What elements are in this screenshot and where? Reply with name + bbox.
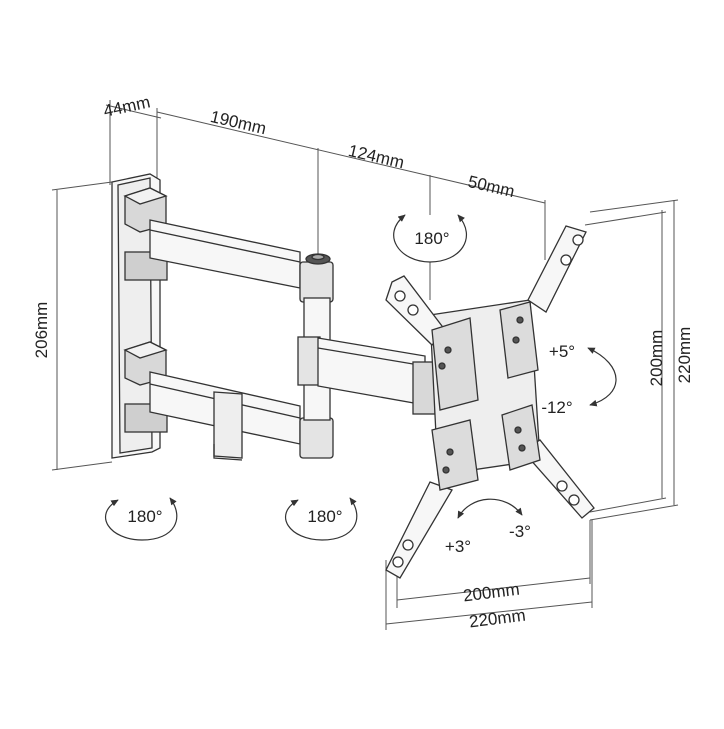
dim-head-offset: 50mm bbox=[466, 172, 516, 201]
dim-vesa-horizontal-inner: 200mm bbox=[462, 580, 521, 606]
rot-tilt-up: +5° bbox=[549, 342, 575, 361]
dimension-lines bbox=[51, 100, 679, 630]
rotation-arrows bbox=[105, 214, 617, 541]
wall-plate bbox=[111, 173, 168, 459]
rot-elbow-swivel: 180° bbox=[307, 507, 342, 526]
dim-vesa-vertical-inner: 200mm bbox=[647, 330, 666, 387]
dim-vesa-horizontal-outer: 220mm bbox=[468, 606, 527, 632]
dim-wall-plate-depth: 44mm bbox=[102, 92, 152, 120]
dim-arm-segment-1: 190mm bbox=[208, 107, 268, 138]
dim-vesa-vertical-outer: 220mm bbox=[675, 327, 694, 384]
dim-wall-plate-height: 206mm bbox=[32, 302, 51, 359]
vesa-plate bbox=[385, 225, 595, 579]
upper-arm bbox=[149, 219, 334, 303]
rot-head-swivel: 180° bbox=[414, 229, 449, 248]
rot-tilt-down: -12° bbox=[541, 398, 572, 417]
elbow-column bbox=[297, 297, 436, 421]
rot-level-minus: -3° bbox=[509, 522, 531, 541]
lower-arm bbox=[149, 371, 334, 461]
rot-level-plus: +3° bbox=[445, 537, 471, 556]
rot-wall-joint-swivel: 180° bbox=[127, 507, 162, 526]
dim-arm-segment-2: 124mm bbox=[346, 141, 406, 172]
